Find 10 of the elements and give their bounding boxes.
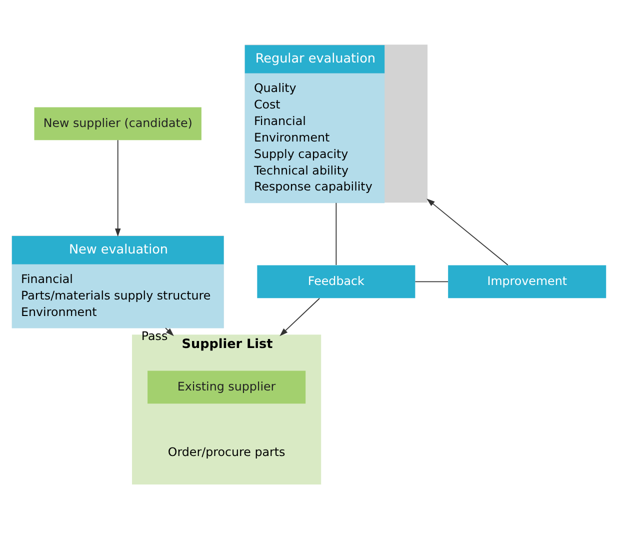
node-box: New supplier (candidate) <box>34 107 202 140</box>
node-box: Improvement <box>448 265 606 298</box>
arrow <box>426 198 508 266</box>
arrow <box>165 328 174 336</box>
arrow <box>280 298 320 336</box>
node-box: Feedback <box>257 265 416 298</box>
node-box: Existing supplier <box>148 370 306 404</box>
connector <box>336 202 337 266</box>
connector <box>414 281 448 282</box>
arrow <box>114 140 121 237</box>
